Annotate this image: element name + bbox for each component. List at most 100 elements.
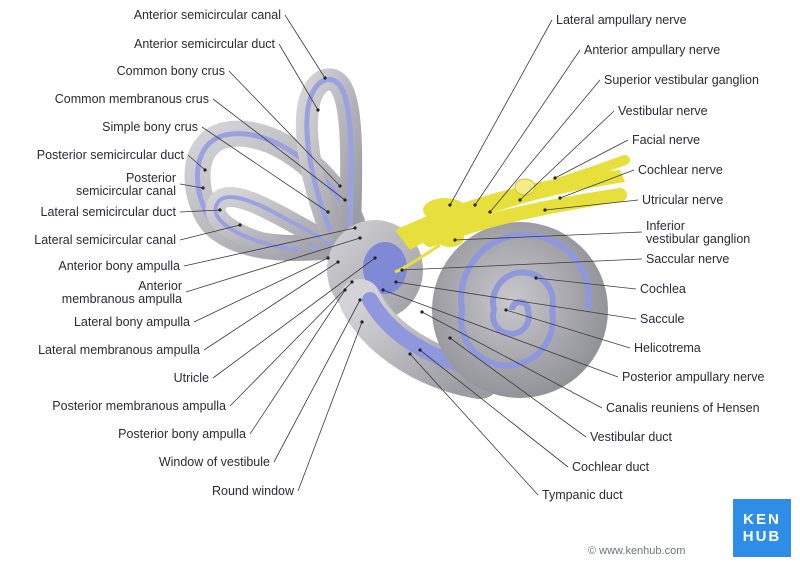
leader-vestibular-nerve <box>519 110 615 201</box>
anterior-duct-shape <box>304 77 354 233</box>
facial-nerve-shape <box>465 155 630 215</box>
label-lateral-ampullary-nerve: Lateral ampullary nerve <box>556 13 687 27</box>
leader-tympanic-duct <box>409 353 539 496</box>
leader-anterior-ampullary-nerve <box>474 49 581 206</box>
pointer-saccular-nerve <box>400 268 404 272</box>
label-posterior-membranous-ampulla: Posterior membranous ampulla <box>52 399 226 413</box>
logo-line-2: HUB <box>742 528 782 545</box>
label-round-window: Round window <box>212 484 295 498</box>
pointer-lateral-semicircular-duct <box>218 208 222 212</box>
leader-lateral-membranous-ampulla <box>203 261 339 351</box>
label-saccular-nerve: Saccular nerve <box>646 252 729 266</box>
label-tympanic-duct: Tympanic duct <box>542 488 623 502</box>
cochlea-spiral <box>458 231 592 369</box>
pointer-inferior-vestibular-ganglion <box>453 238 457 242</box>
pointer-cochlea <box>534 276 538 280</box>
pointer-facial-nerve <box>553 176 557 180</box>
label-anterior-bony-ampulla: Anterior bony ampulla <box>58 259 180 273</box>
pointer-tympanic-duct <box>408 352 412 356</box>
leader-inferior-vestibular-ganglion <box>454 231 643 241</box>
label-cochlea: Cochlea <box>640 282 686 296</box>
ganglion-shape <box>423 198 467 222</box>
pointer-saccule <box>394 280 398 284</box>
leader-saccule <box>395 281 637 320</box>
leader-helicotrema <box>505 309 631 349</box>
leader-posterior-bony-ampulla <box>249 289 346 435</box>
label-utricular-nerve: Utricular nerve <box>642 193 723 207</box>
label-vestibular-nerve: Vestibular nerve <box>618 104 708 118</box>
kenhub-logo: KEN HUB <box>733 499 791 557</box>
leader-posterior-semicircular-duct <box>187 154 206 171</box>
label-window-of-vestibule: Window of vestibule <box>159 455 270 469</box>
leader-anterior-semicircular-canal <box>284 14 326 79</box>
leader-anterior-membranous-ampulla <box>185 237 361 293</box>
label-anterior-semicircular-duct: Anterior semicircular duct <box>134 37 276 51</box>
label-cochlear-duct: Cochlear duct <box>572 460 650 474</box>
label-common-membranous-crus: Common membranous crus <box>55 92 209 106</box>
pointer-common-membranous-crus <box>343 198 347 202</box>
vestibulocochlear-nerve <box>395 170 625 250</box>
leader-cochlea <box>535 277 637 290</box>
label-cochlear-nerve: Cochlear nerve <box>638 163 723 177</box>
leader-posterior-ampullary-nerve <box>382 289 619 378</box>
pointer-cochlear-duct <box>418 348 422 352</box>
leader-canalis-reuniens-of-hensen <box>421 311 603 409</box>
leader-simple-bony-crus <box>201 126 329 213</box>
pointer-common-bony-crus <box>338 184 342 188</box>
label-lateral-membranous-ampulla: Lateral membranous ampulla <box>38 343 200 357</box>
pointer-anterior-semicircular-canal <box>323 76 327 80</box>
leader-saccular-nerve <box>401 258 643 271</box>
pointer-posterior-ampullary-nerve <box>381 288 385 292</box>
label-simple-bony-crus: Simple bony crus <box>102 120 198 134</box>
cochlea-shape <box>432 222 608 398</box>
pointer-canalis-reuniens-of-hensen <box>420 310 424 314</box>
leader-cochlear-nerve <box>559 169 635 199</box>
leader-posterior-membranous-ampulla <box>229 281 353 407</box>
leader-common-bony-crus <box>228 70 341 187</box>
pointer-anterior-ampullary-nerve <box>473 203 477 207</box>
pointer-round-window <box>360 320 364 324</box>
label-vestibular-duct: Vestibular duct <box>590 430 673 444</box>
logo-line-1: KEN <box>743 511 781 528</box>
label-lateral-semicircular-duct: Lateral semicircular duct <box>41 205 177 219</box>
pointer-lateral-semicircular-canal <box>238 223 242 227</box>
nerve-cut-end <box>514 178 536 196</box>
pointer-simple-bony-crus <box>326 210 330 214</box>
pointer-vestibular-nerve <box>518 198 522 202</box>
leader-anterior-bony-ampulla <box>183 227 356 267</box>
pointer-lateral-ampullary-nerve <box>448 203 452 207</box>
pointer-utricle <box>373 256 377 260</box>
leader-superior-vestibular-ganglion <box>489 79 601 213</box>
leader-lateral-semicircular-canal <box>179 224 241 241</box>
label-superior-vestibular-ganglion: Superior vestibular ganglion <box>604 73 759 87</box>
leader-lateral-ampullary-nerve <box>449 19 553 206</box>
leader-lateral-semicircular-duct <box>179 209 221 213</box>
label-facial-nerve: Facial nerve <box>632 133 700 147</box>
label-saccule: Saccule <box>640 312 685 326</box>
pointer-helicotrema <box>504 308 508 312</box>
label-helicotrema: Helicotrema <box>634 341 701 355</box>
leader-vestibular-duct <box>449 337 587 438</box>
saccular-nerve-branch <box>394 243 441 274</box>
leader-cochlear-duct <box>419 349 569 468</box>
leader-anterior-semicircular-duct <box>278 43 319 111</box>
label-anterior-semicircular-canal: Anterior semicircular canal <box>134 8 281 22</box>
leader-posterior-semicircular-canal <box>179 183 204 189</box>
label-utricle: Utricle <box>174 371 209 385</box>
label-canalis-reuniens-of-hensen: Canalis reuniens of Hensen <box>606 401 760 415</box>
pointer-anterior-bony-ampulla <box>353 226 357 230</box>
leader-lateral-bony-ampulla <box>193 257 329 323</box>
label-posterior-bony-ampulla: Posterior bony ampulla <box>118 427 246 441</box>
label-anterior-ampullary-nerve: Anterior ampullary nerve <box>584 43 720 57</box>
pointer-posterior-bony-ampulla <box>343 288 347 292</box>
pointer-lateral-membranous-ampulla <box>336 260 340 264</box>
pointer-posterior-membranous-ampulla <box>350 280 354 284</box>
leader-common-membranous-crus <box>212 98 346 201</box>
leader-round-window <box>297 321 363 492</box>
anatomy-illustration <box>184 68 630 399</box>
pointer-posterior-semicircular-canal <box>201 186 205 190</box>
pointer-vestibular-duct <box>448 336 452 340</box>
label-posterior-ampullary-nerve: Posterior ampullary nerve <box>622 370 764 384</box>
